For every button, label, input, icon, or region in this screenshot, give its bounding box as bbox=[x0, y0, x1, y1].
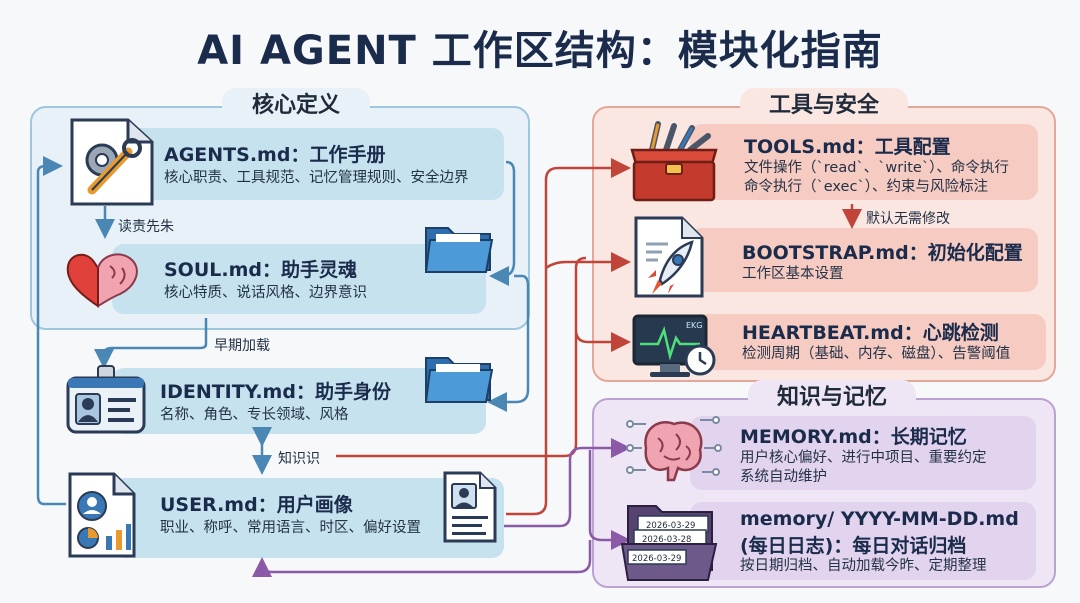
tools-document-icon bbox=[66, 116, 158, 208]
folder-to-identity-arrow bbox=[492, 276, 528, 402]
date-label-front: 2026-03-29 bbox=[632, 554, 681, 564]
folder-icon bbox=[424, 222, 494, 274]
left-loop-arrow bbox=[38, 166, 66, 504]
memory-to-user-arrow bbox=[262, 540, 590, 572]
toolbox-icon bbox=[628, 120, 720, 204]
id-badge-icon bbox=[64, 364, 148, 436]
brain-network-icon bbox=[624, 408, 722, 488]
user-profile-icon bbox=[66, 470, 138, 560]
daily-log-folder-icon: 2026-03-29 2026-03-28 2026-03-29 bbox=[620, 500, 720, 582]
agents-to-folder-arrow bbox=[494, 162, 514, 276]
profile-document-icon bbox=[442, 470, 498, 544]
ekg-monitor-icon: EKG bbox=[630, 312, 720, 380]
rocket-document-icon bbox=[632, 214, 706, 300]
folder-icon-2 bbox=[424, 352, 494, 404]
ekg-label: EKG bbox=[686, 321, 703, 330]
heart-brain-icon bbox=[64, 246, 140, 312]
soul-to-identity-arrow bbox=[104, 318, 206, 364]
to-bootstrap-arrow bbox=[546, 262, 626, 268]
